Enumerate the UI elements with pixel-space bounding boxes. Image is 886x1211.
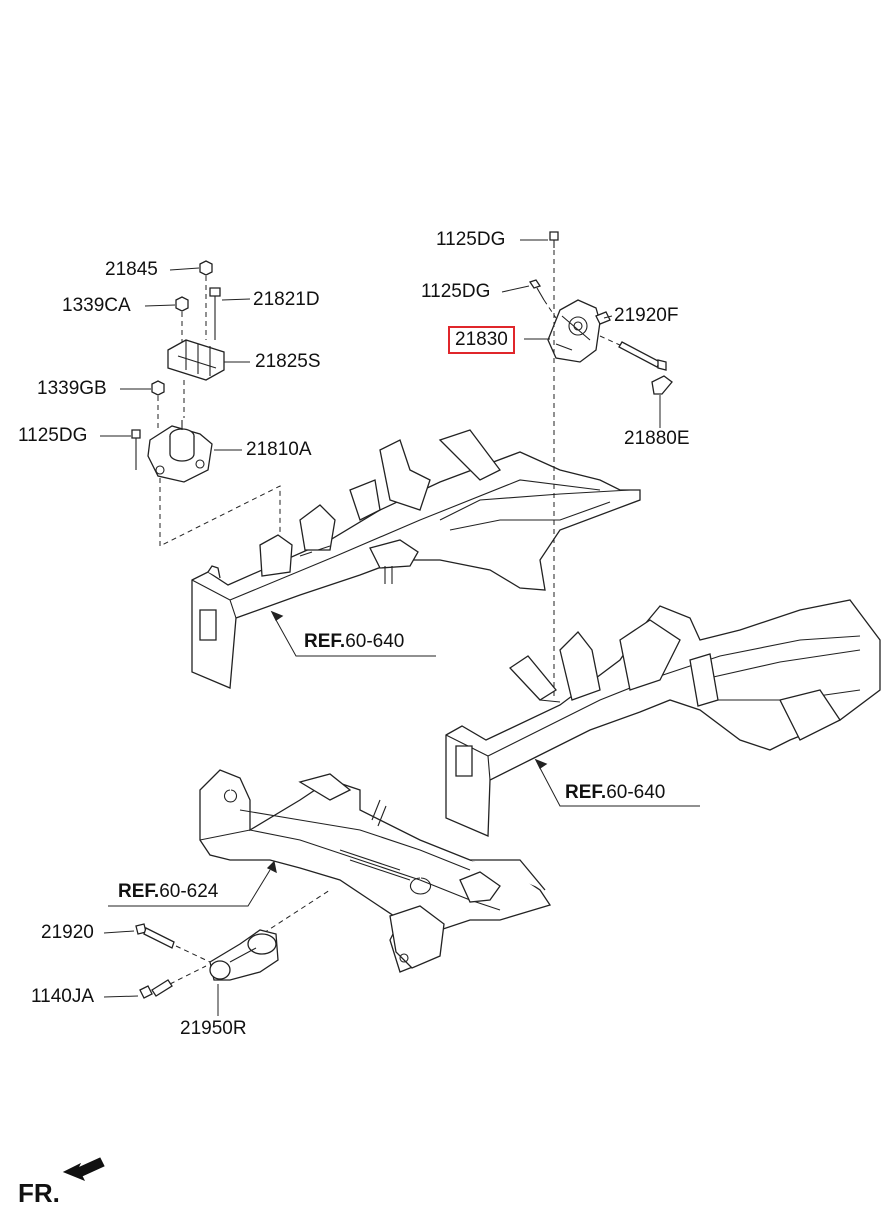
part-label-21950R: 21950R	[180, 1018, 247, 1039]
part-label-1125DG-second: 1125DG	[421, 281, 491, 302]
ref-number: 60-624	[159, 881, 219, 902]
left-mount-assembly	[131, 260, 281, 547]
front-direction-arrow-icon	[62, 1157, 105, 1181]
lower-body-frame	[445, 599, 881, 837]
right-mount-assembly	[528, 231, 673, 700]
roll-rod-assembly	[135, 889, 331, 999]
ref-label-60-640-lower[interactable]: REF.60-640	[565, 782, 665, 804]
upper-body-frame	[191, 429, 641, 689]
sub-frame	[199, 769, 552, 973]
part-label-1125DG-top: 1125DG	[436, 229, 506, 250]
part-label-21920F: 21920F	[614, 305, 679, 326]
ref-label-60-624[interactable]: REF.60-624	[118, 881, 218, 903]
part-label-21920: 21920	[41, 922, 94, 943]
ref-number: 60-640	[345, 631, 405, 652]
ref-prefix: REF.	[118, 881, 160, 902]
ref-prefix: REF.	[304, 631, 346, 652]
front-direction-label: FR.	[18, 1178, 60, 1208]
part-label-21810A: 21810A	[246, 439, 312, 460]
part-label-21830-highlighted[interactable]: 21830	[448, 326, 515, 354]
part-label-21821D: 21821D	[253, 289, 320, 310]
part-label-1140JA: 1140JA	[31, 986, 95, 1007]
ref-label-60-640-upper[interactable]: REF.60-640	[304, 631, 404, 653]
ref-prefix: REF.	[565, 782, 607, 803]
part-label-21845: 21845	[105, 259, 158, 280]
part-label-1125DG-left: 1125DG	[18, 425, 88, 446]
part-label-21880E: 21880E	[624, 428, 690, 449]
part-label-1339GB: 1339GB	[37, 378, 107, 399]
part-label-21825S: 21825S	[255, 351, 321, 372]
ref-number: 60-640	[606, 782, 666, 803]
leader-lines	[100, 239, 700, 1016]
part-label-1339CA: 1339CA	[62, 295, 131, 316]
